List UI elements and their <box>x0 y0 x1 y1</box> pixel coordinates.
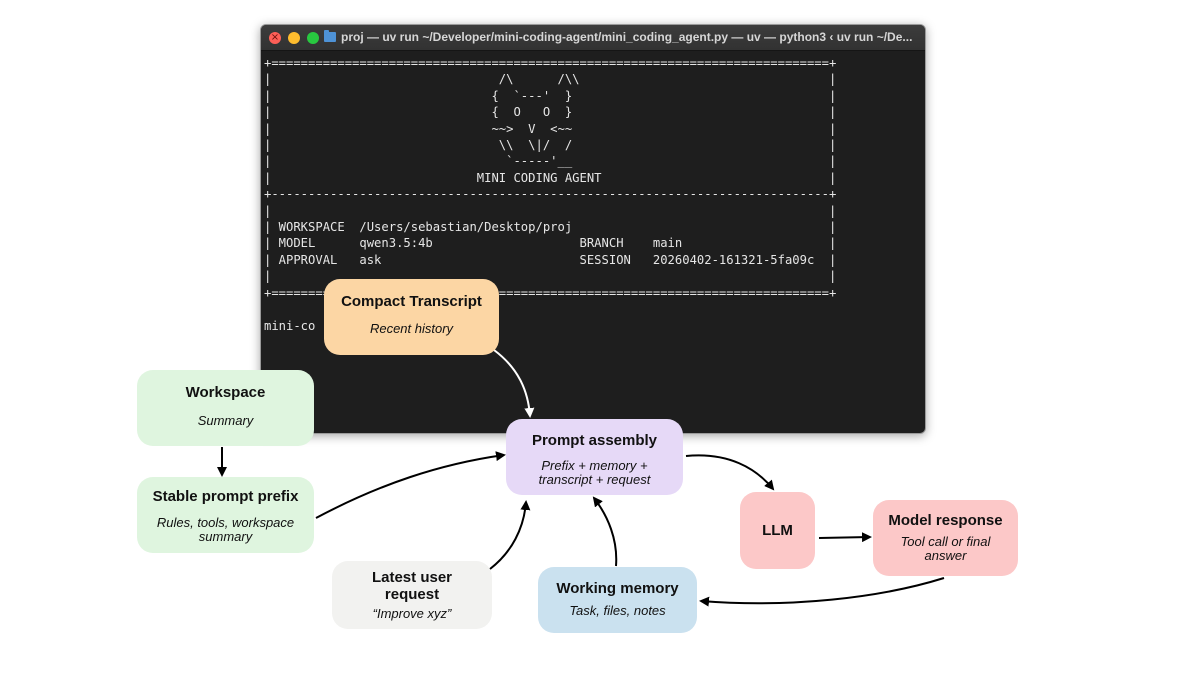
node-subtitle-line: summary <box>198 529 253 544</box>
arrow-memory-to-assembly <box>592 496 618 567</box>
node-compact-transcript: Compact Transcript Recent history <box>324 279 499 355</box>
node-title: Compact Transcript <box>341 293 482 310</box>
node-working-memory: Working memory Task, files, notes <box>538 567 697 633</box>
node-title: Prompt assembly <box>531 432 658 449</box>
node-model-response: Model response Tool call or final answer <box>873 500 1018 576</box>
node-title-line: request <box>384 586 440 603</box>
node-title: Workspace <box>185 384 266 401</box>
arrow-prefix-to-assembly <box>315 451 506 519</box>
node-subtitle: “Improve xyz” <box>372 606 452 621</box>
terminal-titlebar[interactable]: × proj — uv run ~/Developer/mini-coding-… <box>261 25 925 51</box>
node-subtitle-line: Prefix + memory + <box>541 458 648 473</box>
node-subtitle: Recent history <box>369 321 454 336</box>
window-title: proj — uv run ~/Developer/mini-coding-ag… <box>341 30 913 44</box>
close-icon: × <box>270 32 280 43</box>
zoom-window-button[interactable] <box>307 32 319 44</box>
node-subtitle-line: Tool call or final <box>900 534 991 549</box>
terminal-window[interactable]: × proj — uv run ~/Developer/mini-coding-… <box>260 24 926 434</box>
arrow-llm-to-response <box>818 532 872 543</box>
node-stable-prompt-prefix: Stable prompt prefix Rules, tools, works… <box>137 477 314 553</box>
node-prompt-assembly: Prompt assembly Prefix + memory + transc… <box>506 419 683 495</box>
minimize-window-button[interactable] <box>288 32 300 44</box>
node-title-line: Latest user <box>371 569 453 586</box>
close-window-button[interactable]: × <box>269 32 281 44</box>
folder-icon <box>324 30 336 42</box>
arrow-assembly-to-llm <box>685 454 775 491</box>
node-title: Stable prompt prefix <box>152 488 299 505</box>
arrow-request-to-assembly <box>489 500 531 570</box>
arrow-response-to-memory <box>699 577 945 607</box>
node-subtitle-line: answer <box>924 548 967 563</box>
node-subtitle: Task, files, notes <box>569 603 666 618</box>
node-title: Working memory <box>556 580 679 597</box>
node-title: Model response <box>888 512 1003 529</box>
node-latest-user-request: Latest user request “Improve xyz” <box>332 561 492 629</box>
node-llm: LLM <box>740 492 815 569</box>
arrow-transcript-to-assembly <box>493 349 535 418</box>
node-workspace: Workspace Summary <box>137 370 314 446</box>
node-subtitle-line: Rules, tools, workspace <box>156 515 295 530</box>
node-subtitle-line: transcript + request <box>538 472 651 487</box>
node-title: LLM <box>762 522 793 539</box>
node-subtitle: Summary <box>197 413 254 428</box>
